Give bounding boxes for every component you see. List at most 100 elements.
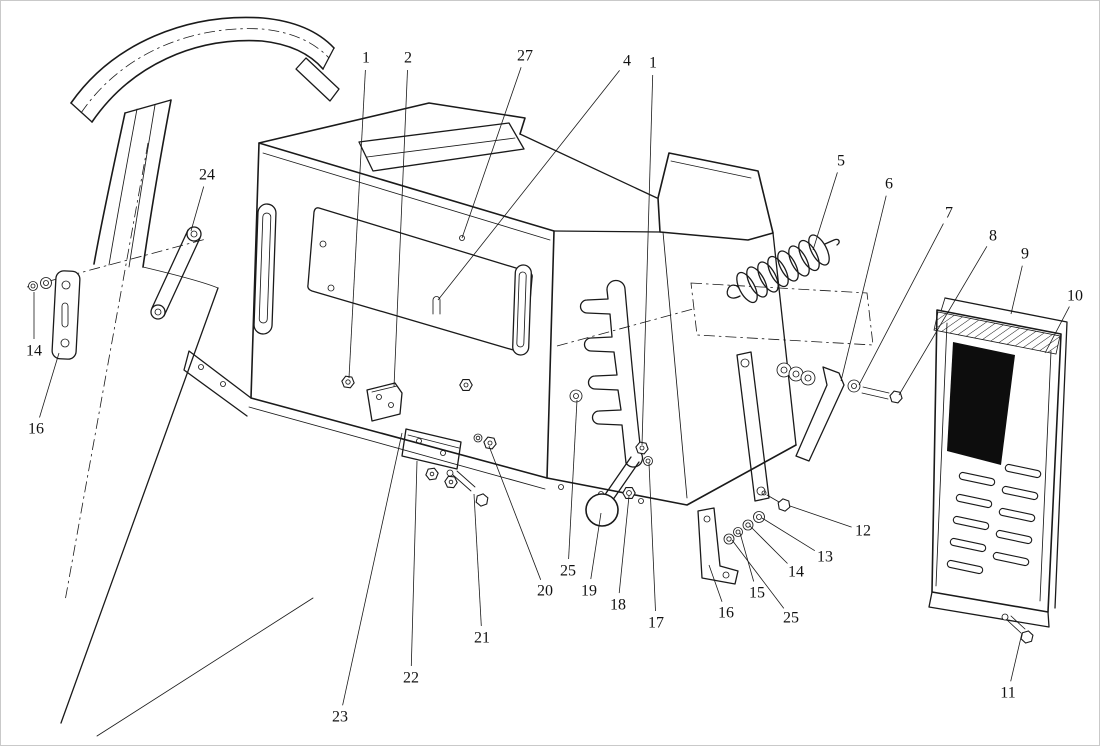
leader-line xyxy=(731,539,785,609)
leader-line xyxy=(590,512,602,580)
console-top-cover xyxy=(258,102,658,199)
callout-label: 4 xyxy=(623,53,631,70)
leader-line xyxy=(789,505,852,528)
steering-wheel xyxy=(70,16,340,123)
leader-line xyxy=(858,223,944,386)
coil-spring xyxy=(726,234,840,304)
console-front-panel xyxy=(183,142,555,490)
callout-label: 12 xyxy=(855,523,871,540)
washer xyxy=(473,433,483,443)
leader-line xyxy=(1044,306,1070,354)
small-bracket xyxy=(366,382,403,422)
leader-line xyxy=(641,74,654,446)
vertical-link xyxy=(736,351,770,502)
callout-label: 2 xyxy=(404,50,412,67)
bolt xyxy=(482,436,498,450)
washer xyxy=(847,379,861,393)
left-mount-hardware xyxy=(26,238,207,360)
pin-part-4 xyxy=(432,296,441,315)
side-panel xyxy=(928,297,1068,646)
callout-label: 11 xyxy=(1000,685,1015,702)
leader-line xyxy=(488,445,542,580)
slot-channel-left xyxy=(253,203,277,335)
spring-hook xyxy=(726,284,741,299)
callout-label: 1 xyxy=(649,55,657,72)
shift-knob xyxy=(585,493,619,527)
bolt-head xyxy=(775,497,793,513)
dark-opening xyxy=(947,342,1015,465)
leader-line xyxy=(461,67,522,239)
callout-label: 20 xyxy=(537,583,553,600)
front-fasteners xyxy=(340,375,498,509)
leader-line xyxy=(761,517,816,552)
callout-label: 8 xyxy=(989,228,997,245)
callout-label: 13 xyxy=(817,549,833,566)
washer xyxy=(643,456,653,466)
callout-label: 16 xyxy=(718,605,734,622)
link-rod xyxy=(150,226,202,320)
leader-line xyxy=(898,246,988,396)
support-bracket xyxy=(697,507,739,585)
callout-label: 22 xyxy=(403,670,419,687)
top-opening xyxy=(358,122,525,172)
callout-label: 27 xyxy=(517,48,533,65)
callout-label: 9 xyxy=(1021,246,1029,263)
washer xyxy=(733,527,743,537)
leader-line xyxy=(648,462,656,612)
leader-line xyxy=(39,352,60,418)
bolt xyxy=(424,467,440,481)
bolt-head xyxy=(473,491,491,509)
body-outline-lines xyxy=(60,142,314,737)
leader-line xyxy=(410,460,418,667)
leader-line xyxy=(618,495,630,594)
callout-label: 10 xyxy=(1067,288,1083,305)
callout-label: 24 xyxy=(199,167,215,184)
washer xyxy=(28,281,38,291)
callout-label: 14 xyxy=(788,564,804,581)
washer xyxy=(753,511,765,523)
bolt xyxy=(340,375,356,389)
vertical-link-assembly xyxy=(723,351,793,545)
rear-panel xyxy=(944,297,1068,609)
lever-assembly xyxy=(776,362,904,462)
leader-line xyxy=(708,564,723,602)
mount-plate xyxy=(401,428,462,470)
leader-line xyxy=(437,70,620,301)
leader-line xyxy=(840,195,887,382)
callout-label: 1 xyxy=(362,50,370,67)
callout-label: 17 xyxy=(648,615,664,632)
steering-column xyxy=(93,99,172,268)
leader-line xyxy=(348,69,366,379)
washer xyxy=(742,519,754,531)
vent-slots xyxy=(946,463,1042,575)
panel-foot xyxy=(928,591,1050,628)
phantom-outline xyxy=(556,282,874,347)
hatched-band xyxy=(933,311,1061,355)
leader-line xyxy=(393,69,408,388)
side-flange xyxy=(183,350,252,417)
callout-label: 23 xyxy=(332,709,348,726)
callout-label: 6 xyxy=(885,176,893,193)
leader-line xyxy=(1010,632,1023,682)
leader-line xyxy=(342,432,403,706)
callout-label: 18 xyxy=(610,597,626,614)
console-right-face xyxy=(546,230,797,527)
leader-line xyxy=(473,493,482,627)
shift-gate-slot xyxy=(579,279,644,468)
shift-lever xyxy=(585,456,640,527)
washer xyxy=(723,533,735,545)
washer xyxy=(800,370,816,386)
recessed-panel xyxy=(307,207,533,353)
callout-label: 15 xyxy=(749,585,765,602)
mount-bracket xyxy=(51,270,81,360)
slot-channel-right xyxy=(512,264,532,356)
rear-cowl xyxy=(657,152,797,446)
washer xyxy=(569,389,583,403)
leader-lines xyxy=(33,67,1070,706)
washer xyxy=(1001,613,1009,621)
bolt xyxy=(459,379,473,391)
callout-label: 7 xyxy=(945,205,953,222)
